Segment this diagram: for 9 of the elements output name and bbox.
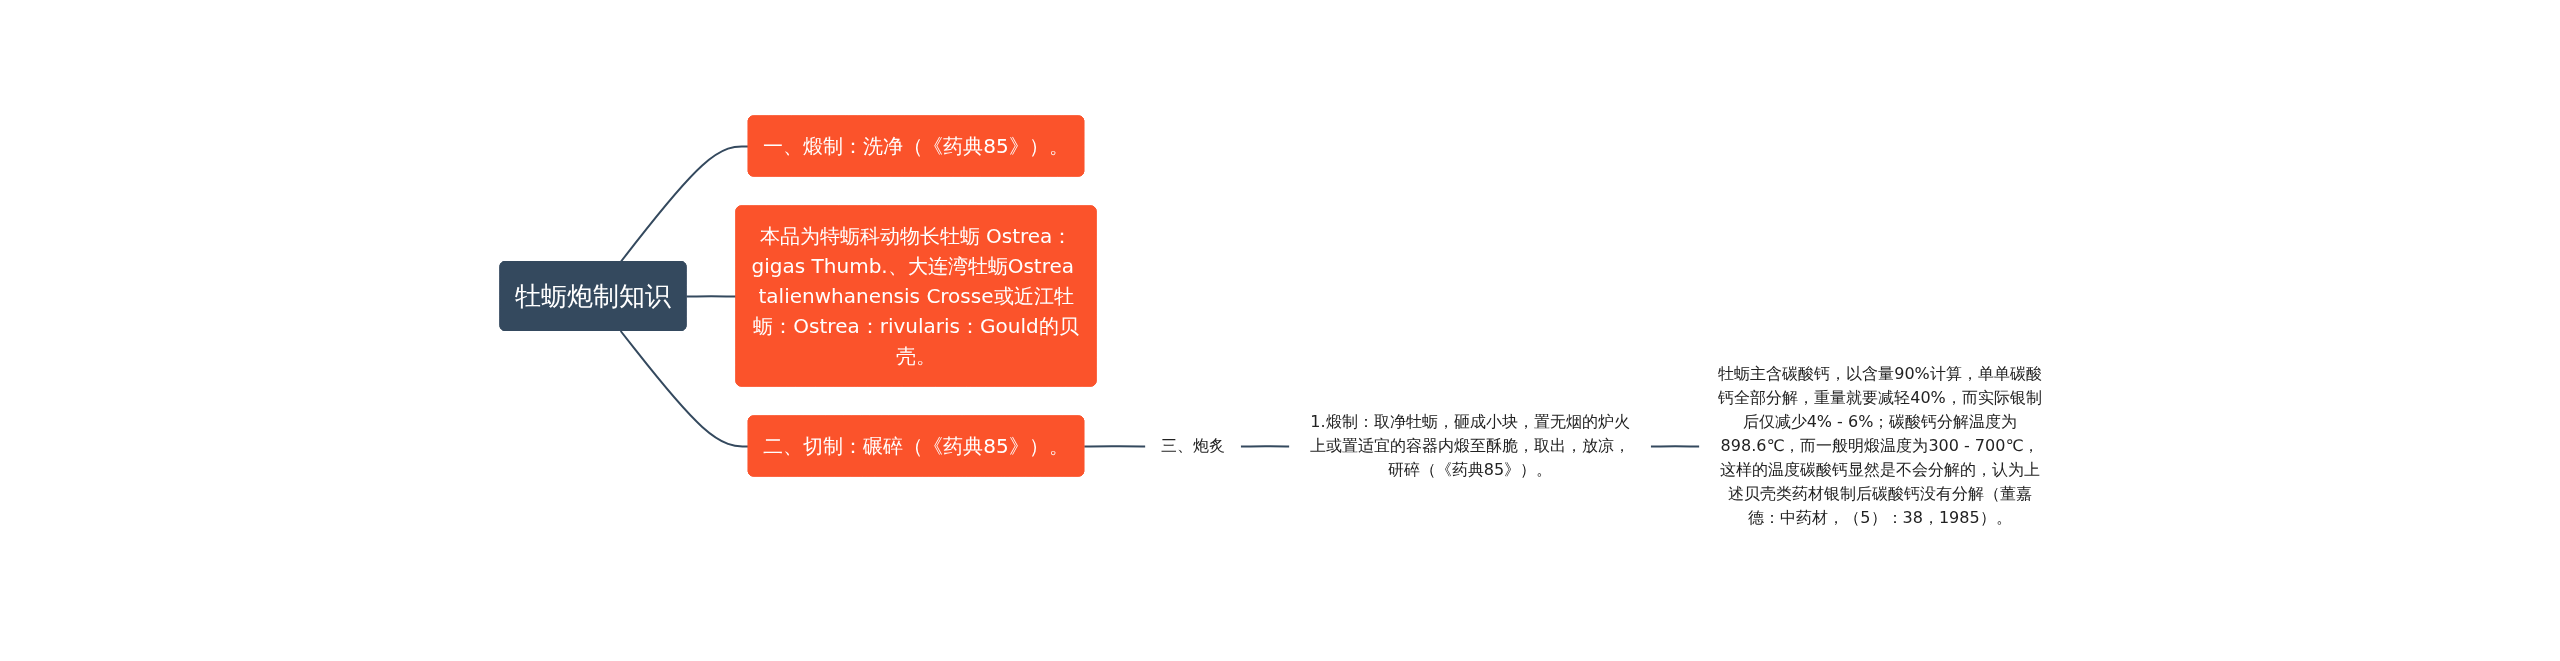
node-text: 1.煅制：取净牡蛎，砸成小块，置无烟的炉火上或置适宜的容器内煅至酥脆，取出，放凉，研碎（《药典85》）。 [1310,412,1630,479]
node-text: 三、炮炙 [1161,436,1225,455]
connector [685,295,738,298]
connector [619,330,750,448]
connector [619,145,750,263]
connector [1239,445,1292,448]
node-text: 牡蛎主含碳酸钙，以含量90%计算，单单碳酸钙全部分解，重量就要减轻40%，而实际银制后仅减少4% - 6%；碳酸钙分解温度为898.6℃，而一般明煅温度为300 - 700℃，这样的温度碳酸钙显然是不会分解的，认为上述贝壳类药材银制后碳酸钙没有分解（董嘉德：中药材，（5）：38，1985）。 [1718,364,2042,527]
connector [1083,445,1148,448]
connector [1649,445,1702,448]
